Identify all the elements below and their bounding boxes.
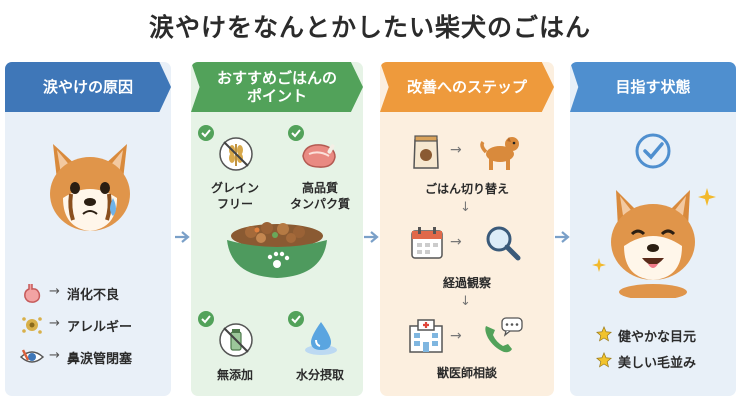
point-label: 無添加 [216,368,254,382]
step-label: 獣医師相談 [436,366,498,380]
pollen-icon [22,317,42,334]
star-icon [596,352,612,368]
star-icon [596,326,612,342]
teary-shiba-icon [50,144,130,231]
sparkle-icon [592,258,606,272]
no-additive-icon [219,323,253,357]
arrow-icon: → [450,328,462,344]
point-label: 水分摂取 [295,368,345,382]
phone-call-icon [485,317,523,353]
check-icon [198,311,214,327]
arrow-icon: → [49,316,60,331]
food-bag-icon [413,135,439,169]
flow-arrow-icon [555,231,570,243]
stomach-icon [24,284,41,303]
grain-icon [219,137,253,171]
point-label: フリー [216,197,254,211]
page-title: 涙やけをなんとかしたい柴犬のごはん [148,13,591,42]
dog-food-bowl-icon [227,222,327,278]
cause-label: アレルギー [67,320,133,335]
flow-arrow-icon [175,231,190,243]
steps-panel: 改善へのステップ → ごはん切り替え ↓ → 経過観察 ↓ → [380,62,554,396]
cause-label: 鼻涙管閉塞 [67,352,133,367]
sparkle-icon [698,188,716,206]
step-label: ごはん切り替え [424,182,510,196]
arrow-icon: → [49,348,60,363]
check-icon [288,311,304,327]
point-label: グレイン [210,181,260,195]
water-drop-icon [305,322,337,355]
happy-shiba-icon [611,190,695,298]
magnifier-icon [486,226,521,261]
arrow-icon: → [450,234,462,250]
check-icon [198,125,214,141]
goal-label: 美しい毛並み [618,356,697,371]
dog-icon [480,137,519,170]
goal-label: 健やかな目元 [618,330,697,345]
points-header: おすすめごはんの ポイント [191,62,363,112]
step-label: 経過観察 [442,276,492,290]
cause-label: 消化不良 [67,288,120,303]
goal-panel: 目指す状態 健やかな目元 美しい毛並み [570,62,736,396]
calendar-icon [411,227,443,259]
check-icon [288,125,304,141]
eye-duct-icon [19,349,45,363]
arrow-icon: → [49,284,60,299]
hospital-icon [409,319,443,353]
point-label: 高品質 [301,181,339,195]
point-label: タンパク質 [289,197,351,211]
goal-header: 目指す状態 [570,62,736,112]
causes-panel: 涙やけの原因 → 消化不良 → アレルギー → 鼻涙管閉塞 [5,62,171,396]
points-panel: おすすめごはんの ポイント グレイン フリー 高品質 タンパク質 [191,62,363,396]
steps-header: 改善へのステップ [380,62,554,112]
arrow-down-icon: ↓ [460,200,471,215]
points-header-line1: おすすめごはんの [216,69,337,87]
flow-arrow-icon [364,231,379,243]
arrow-down-icon: ↓ [460,294,471,309]
arrow-icon: → [450,142,462,158]
meat-icon [302,144,336,168]
checkmark-circle-icon [635,133,671,169]
causes-header: 涙やけの原因 [5,62,171,112]
points-header-line2: ポイント [246,87,307,105]
